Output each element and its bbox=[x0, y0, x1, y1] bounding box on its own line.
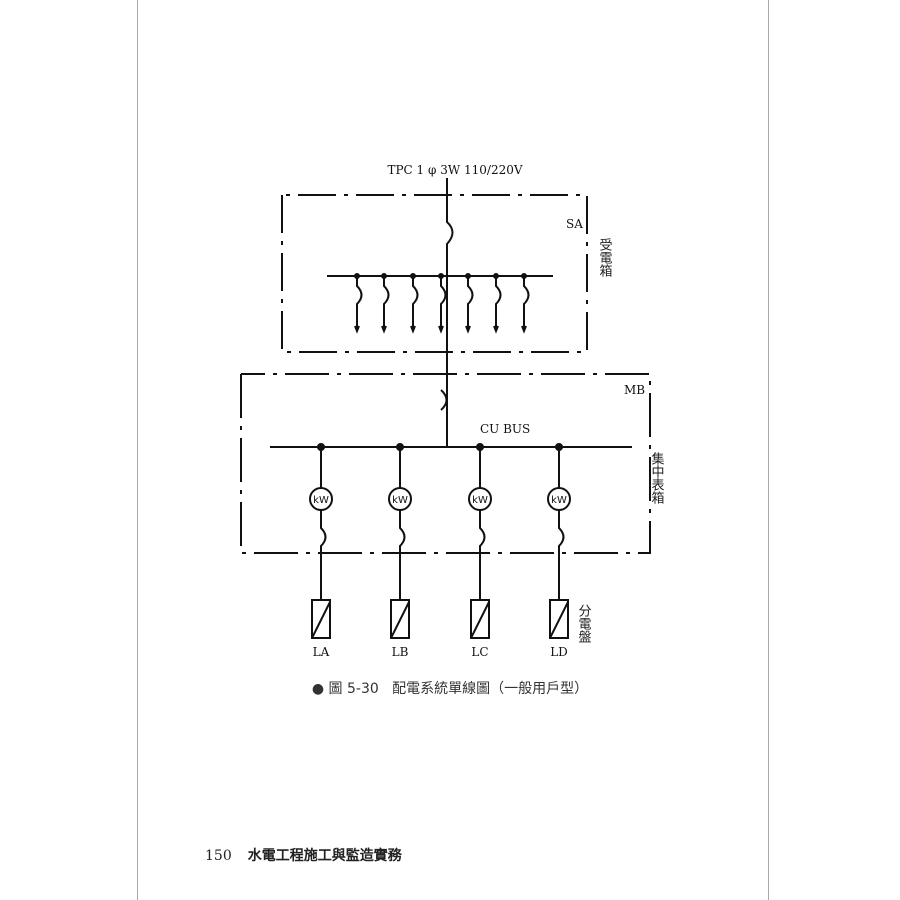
mb-label: MB bbox=[624, 383, 645, 397]
mb-box bbox=[240, 373, 651, 554]
arrow-icon bbox=[381, 325, 387, 334]
supply-label: TPC 1 φ 3W 110/220V bbox=[387, 163, 522, 177]
load-label: LC bbox=[471, 645, 488, 659]
figure-number: 圖 5-30 bbox=[328, 681, 379, 697]
meter-label: kW bbox=[313, 495, 329, 506]
page-edge-right bbox=[768, 0, 769, 900]
load-label: LB bbox=[392, 645, 409, 659]
mb-name: 集中表箱 bbox=[649, 451, 665, 504]
distribution-panel-icon bbox=[311, 599, 331, 639]
panel-diagonal bbox=[311, 601, 331, 639]
load-label: LA bbox=[313, 645, 330, 659]
figure-title: 配電系統單線圖（一般用戶型） bbox=[392, 681, 589, 697]
meter-label: kW bbox=[392, 495, 408, 506]
page-number: 150 bbox=[205, 848, 232, 864]
branch-breaker bbox=[558, 510, 565, 600]
branch-breaker bbox=[412, 276, 419, 330]
main-feeder bbox=[446, 178, 454, 447]
arrow-icon bbox=[354, 325, 360, 334]
mb-main-fuse bbox=[440, 389, 448, 411]
sa-box bbox=[281, 194, 588, 353]
meter-label: kW bbox=[551, 495, 567, 506]
sa-label: SA bbox=[566, 217, 583, 231]
branch-breaker bbox=[383, 276, 390, 330]
arrow-icon bbox=[521, 325, 527, 334]
book-title: 水電工程施工與監造實務 bbox=[247, 848, 402, 864]
page-edge-left bbox=[137, 0, 138, 900]
distribution-panel-icon bbox=[549, 599, 569, 639]
arrow-icon bbox=[493, 325, 499, 334]
branch-breaker bbox=[479, 510, 486, 600]
branch-breaker bbox=[320, 510, 327, 600]
distribution-panel-icon bbox=[470, 599, 490, 639]
branch-breaker bbox=[399, 510, 406, 600]
panel-diagonal bbox=[549, 601, 569, 639]
arrow-icon bbox=[410, 325, 416, 334]
branch-breaker bbox=[356, 276, 363, 330]
arrow-icon bbox=[465, 325, 471, 334]
branch-breaker bbox=[440, 276, 447, 330]
arrow-icon bbox=[438, 325, 444, 334]
branch-breaker bbox=[495, 276, 502, 330]
branch-breaker bbox=[467, 276, 474, 330]
sa-name: 受電箱 bbox=[597, 238, 613, 277]
load-label: LD bbox=[550, 645, 568, 659]
panel-diagonal bbox=[470, 601, 490, 639]
panel-name: 分電盤 bbox=[576, 604, 592, 643]
figure-caption: ● 圖 5-30 配電系統單線圖（一般用戶型） bbox=[311, 681, 589, 697]
panel-diagonal bbox=[390, 601, 410, 639]
distribution-panel-icon bbox=[390, 599, 410, 639]
bus-label: CU BUS bbox=[480, 422, 530, 436]
meter-label: kW bbox=[472, 495, 488, 506]
branch-breaker bbox=[523, 276, 530, 330]
page-footer: 150 水電工程施工與監造實務 bbox=[205, 845, 402, 865]
